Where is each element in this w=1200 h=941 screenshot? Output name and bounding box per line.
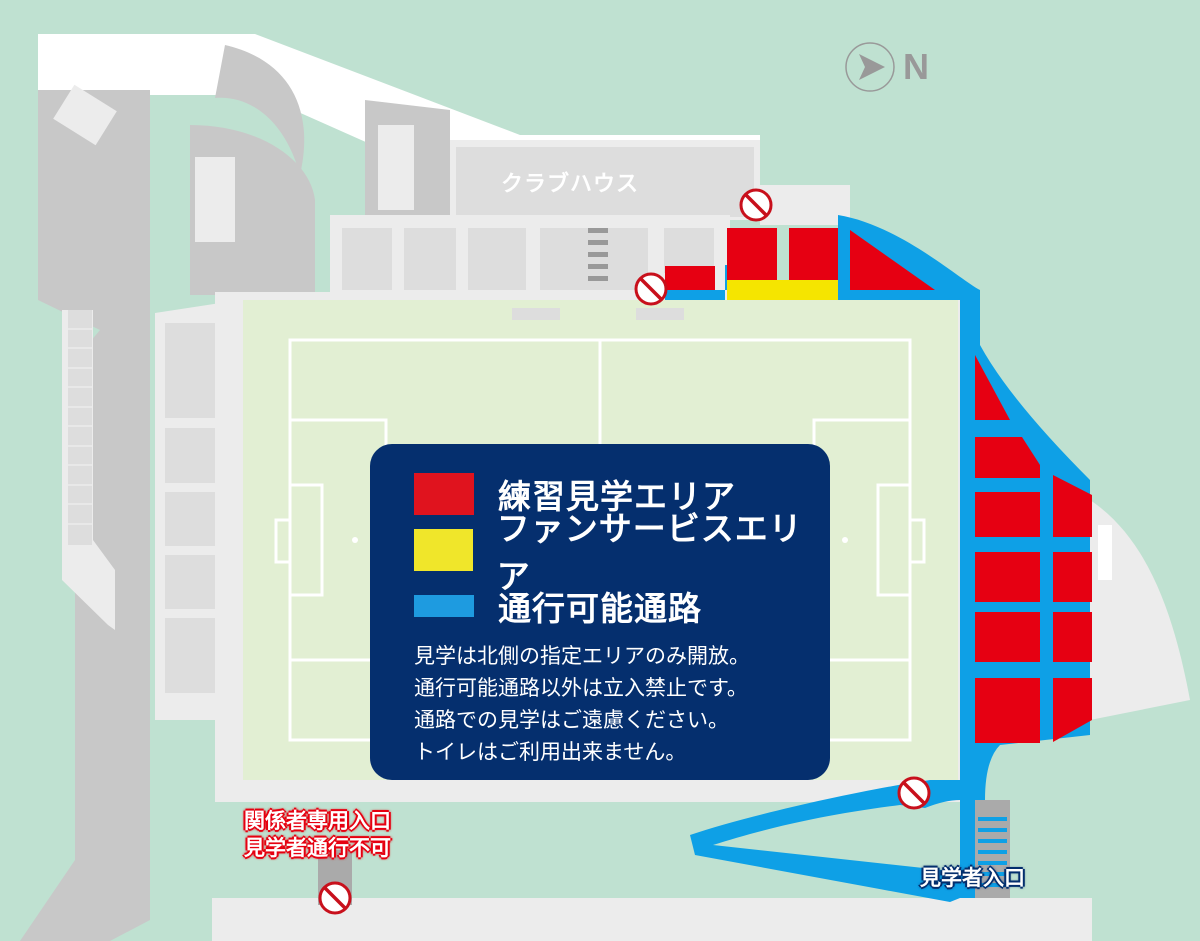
legend-item-fan-service: ファンサービスエリア xyxy=(414,509,830,596)
legend-item-viewing-area: 練習見学エリア xyxy=(414,466,830,522)
legend-notes: 見学は北側の指定エリアのみ開放。 通行可能通路以外は立入禁止です。 通路での見学… xyxy=(414,640,830,768)
note-line: 見学は北側の指定エリアのみ開放。 xyxy=(414,644,750,668)
note-line: 通路での見学はご遠慮ください。 xyxy=(414,708,729,732)
no-entry-icon xyxy=(318,881,352,915)
note-line: 通行可能通路以外は立入禁止です。 xyxy=(414,676,748,700)
visitor-entrance-label: 見学者入口 xyxy=(920,866,1025,890)
viewing-areas xyxy=(665,228,1092,743)
staff-entrance-label: 関係者専用入口 見学者通行不可 xyxy=(244,809,391,860)
fan-service-area xyxy=(727,280,838,300)
north-label: N xyxy=(903,46,929,87)
legend-panel: 練習見学エリア ファンサービスエリア 通行可能通路 見学は北側の指定エリアのみ開… xyxy=(370,444,830,780)
yellow-swatch-icon xyxy=(414,529,473,571)
compass: N xyxy=(843,40,929,94)
no-entry-icon xyxy=(634,272,668,306)
clubhouse-label: クラブハウス xyxy=(500,172,639,197)
note-line: トイレはご利用出来ません。 xyxy=(414,740,687,764)
legend-item-passage: 通行可能通路 xyxy=(414,578,830,634)
no-entry-icon xyxy=(897,776,931,810)
red-swatch-icon xyxy=(414,473,474,515)
no-entry-icon xyxy=(739,188,773,222)
north-arrow-icon xyxy=(845,42,895,92)
blue-swatch-icon xyxy=(414,595,474,617)
